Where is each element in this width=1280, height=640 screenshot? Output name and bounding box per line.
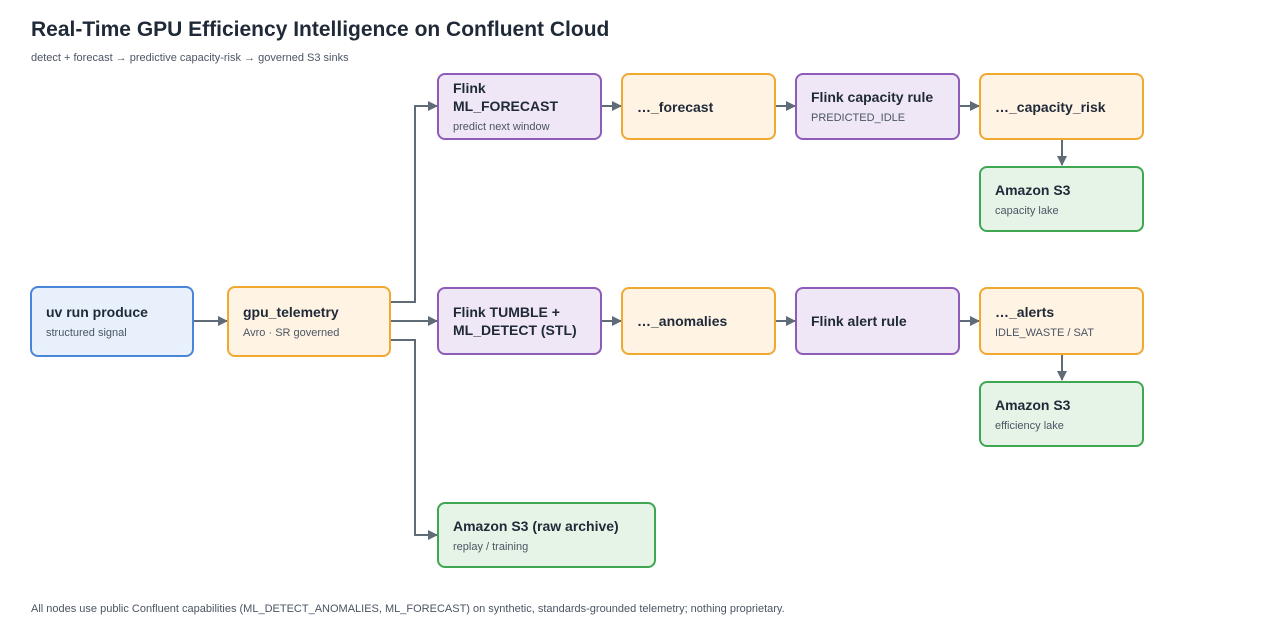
node-produce[interactable]: uv run produce structured signal [30, 286, 194, 357]
node-s3-raw-archive-sub: replay / training [453, 540, 529, 553]
node-anomalies-topic[interactable]: …_anomalies [621, 287, 776, 355]
node-s3-efficiency-lake-label: Amazon S3 [995, 396, 1071, 413]
node-capacity-risk-topic-label: …_capacity_risk [995, 98, 1106, 115]
node-flink-capacity-rule-label: Flink capacity rule [811, 89, 934, 105]
edge-telemetry-to-s3-raw [391, 339, 438, 540]
node-flink-ml-forecast-sub: predict next window [453, 121, 550, 133]
node-flink-capacity-rule-sub: PREDICTED_IDLE [811, 112, 906, 124]
node-s3-efficiency-lake-sub: efficiency lake [995, 419, 1064, 432]
node-s3-capacity-lake-sub: capacity lake [995, 204, 1059, 217]
node-gpu-telemetry-label: gpu_telemetry [243, 304, 339, 320]
node-flink-ml-forecast-label: Flink ML_FORECAST [453, 80, 558, 114]
node-capacity-risk-topic[interactable]: …_capacity_risk [979, 73, 1144, 140]
edge-telemetry-to-forecast-flink [391, 101, 438, 303]
node-produce-sub: structured signal [46, 327, 127, 339]
node-s3-efficiency-lake[interactable]: Amazon S3 efficiency lake [979, 381, 1144, 447]
node-flink-ml-forecast[interactable]: Flink ML_FORECAST predict next window [437, 73, 602, 140]
node-s3-raw-archive[interactable]: Amazon S3 (raw archive) replay / trainin… [437, 502, 656, 568]
node-produce-label: uv run produce [46, 304, 148, 320]
node-alerts-topic-sub: IDLE_WASTE / SAT [995, 326, 1095, 339]
node-s3-capacity-lake[interactable]: Amazon S3 capacity lake [979, 166, 1144, 232]
node-anomalies-topic-label: …_anomalies [637, 313, 728, 329]
node-forecast-topic[interactable]: …_forecast [621, 73, 776, 140]
node-s3-raw-archive-label: Amazon S3 (raw archive) [453, 517, 619, 534]
node-forecast-topic-label: …_forecast [637, 98, 714, 115]
diagram-title: Real-Time GPU Efficiency Intelligence on… [31, 18, 610, 41]
node-flink-alert-rule-label: Flink alert rule [811, 313, 907, 329]
node-flink-capacity-rule[interactable]: Flink capacity rule PREDICTED_IDLE [795, 73, 960, 140]
node-gpu-telemetry-sub: Avro · SR governed [243, 327, 340, 339]
node-alerts-topic-label: …_alerts [995, 303, 1055, 320]
node-alerts-topic[interactable]: …_alerts IDLE_WASTE / SAT [979, 287, 1144, 355]
node-s3-capacity-lake-label: Amazon S3 [995, 181, 1071, 198]
footer-note: All nodes use public Confluent capabilit… [31, 603, 785, 615]
node-flink-tumble-detect[interactable]: Flink TUMBLE + ML_DETECT (STL) [437, 287, 602, 355]
node-gpu-telemetry[interactable]: gpu_telemetry Avro · SR governed [227, 286, 391, 357]
node-flink-alert-rule[interactable]: Flink alert rule [795, 287, 960, 355]
node-flink-tumble-detect-label: Flink TUMBLE + ML_DETECT (STL) [453, 304, 577, 338]
diagram-subtitle: detect + forecast → predictive capacity-… [31, 52, 349, 64]
